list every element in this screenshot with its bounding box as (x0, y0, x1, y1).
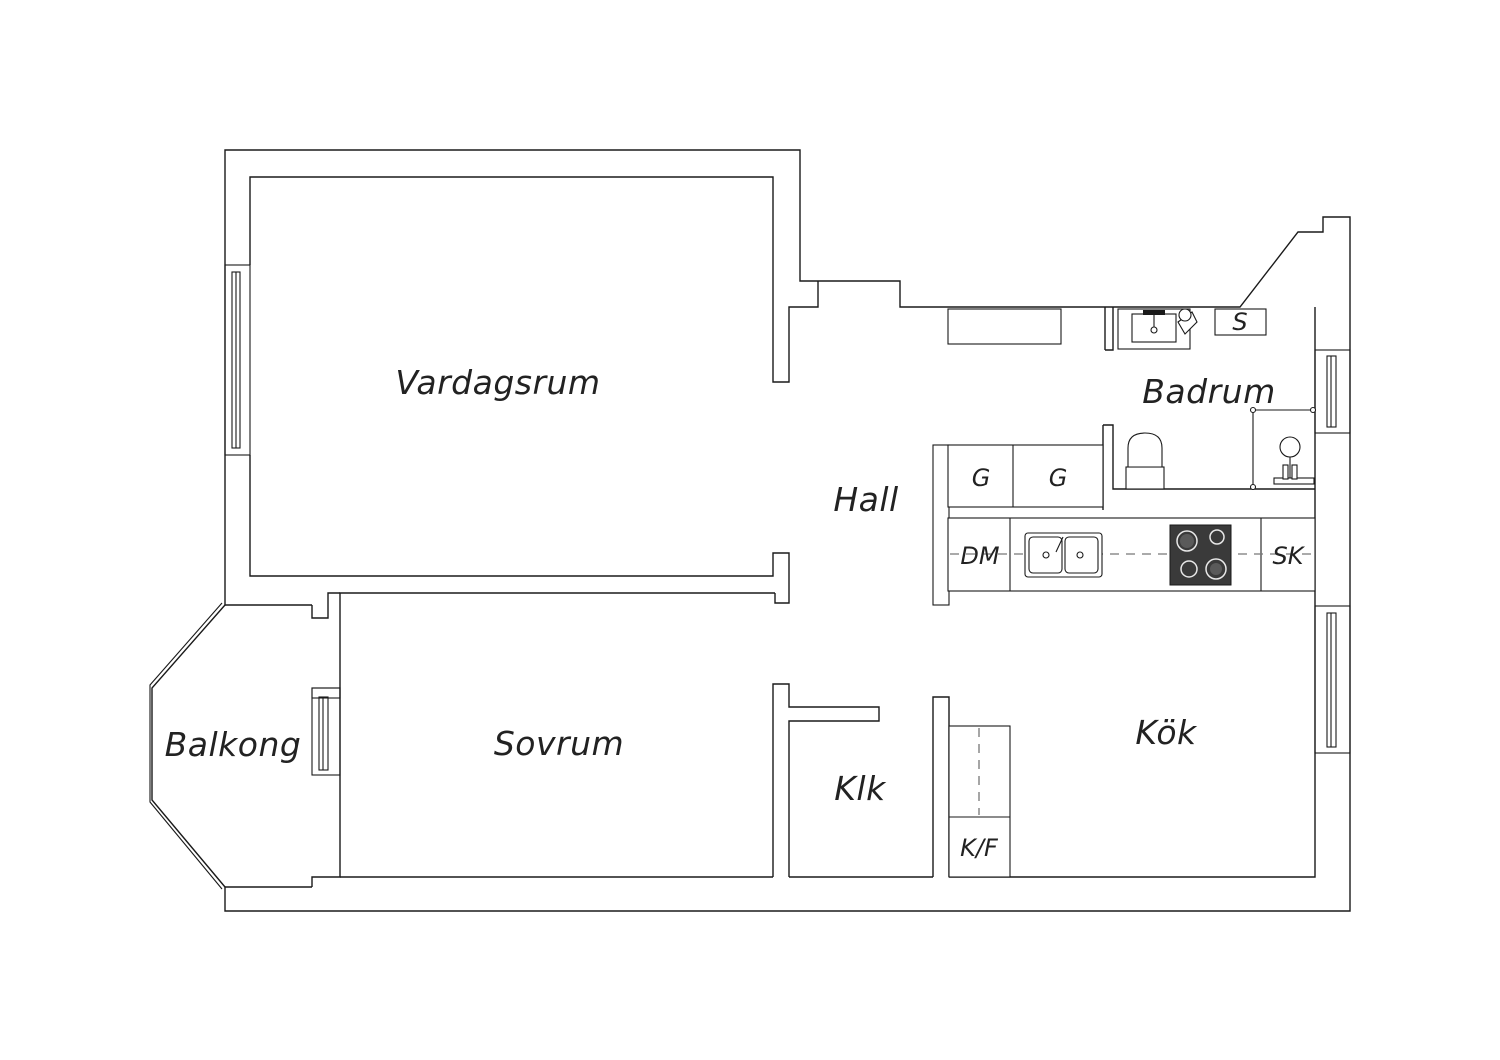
fixture-label-s: S (1232, 308, 1247, 336)
fixture-label-kf: K/F (960, 834, 999, 862)
closet-walls (932, 696, 950, 877)
kitchen-window (1314, 605, 1351, 754)
room-label-sovrum: Sovrum (494, 724, 624, 763)
wardrobes (947, 444, 1104, 508)
shower-area (1249, 406, 1317, 491)
towel-hook-icon (1177, 308, 1198, 335)
toilet-icon (1125, 432, 1165, 490)
fridge-freezer (948, 725, 1011, 878)
kitchen-counter (947, 517, 1316, 592)
fixture-label-g1: G (972, 464, 991, 492)
room-label-kok: Kök (1135, 713, 1198, 752)
hall-wall-top (932, 308, 1062, 606)
room-label-klk: Klk (834, 769, 887, 808)
living-room-walls (224, 176, 819, 619)
fixture-label-sk: SK (1273, 542, 1306, 570)
stove-icon (1169, 524, 1232, 586)
wash-basin (1117, 308, 1191, 350)
balcony-outline (149, 602, 341, 890)
room-label-badrum: Badrum (1142, 372, 1275, 411)
room-label-balkong: Balkong (165, 725, 302, 764)
kitchen-sink-icon (1024, 532, 1103, 578)
room-label-vardagsrum: Vardagsrum (395, 363, 600, 402)
bathroom-cabinet (1214, 308, 1267, 336)
fixture-label-dm: DM (960, 542, 999, 570)
fixture-label-g2: G (1049, 464, 1068, 492)
room-label-hall: Hall (833, 480, 898, 519)
bedroom-walls (772, 683, 880, 877)
